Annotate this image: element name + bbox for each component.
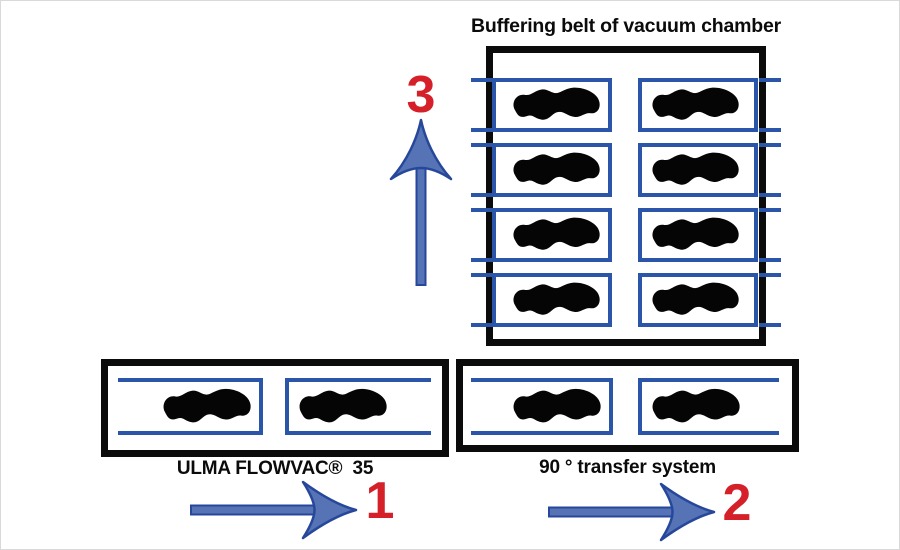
product-slot <box>496 212 608 258</box>
product-slot <box>118 382 259 431</box>
belt-line <box>759 78 781 82</box>
product-blob <box>513 87 600 120</box>
chamber-tray <box>492 208 612 262</box>
belt-line <box>759 193 781 197</box>
belt-line <box>759 258 781 262</box>
belt-line <box>471 208 493 212</box>
belt-line <box>759 128 781 132</box>
belt-line <box>471 273 493 277</box>
chamber-tray <box>638 273 758 327</box>
step-1-number: 1 <box>365 472 395 530</box>
product-blob <box>299 388 387 422</box>
belt-tray <box>118 378 263 435</box>
product-slot <box>496 277 608 323</box>
chamber-tray-row <box>471 78 781 132</box>
belt-line <box>471 258 493 262</box>
step-3-number: 3 <box>406 66 436 124</box>
product-blob <box>652 87 739 120</box>
belt-line <box>471 128 493 132</box>
product-blob <box>652 152 739 185</box>
flowvac-belt-box <box>101 359 449 457</box>
belt-tray <box>471 378 613 435</box>
product-slot <box>642 82 754 128</box>
product-blob <box>513 152 600 185</box>
step-2-number: 2 <box>722 474 752 532</box>
product-blob <box>513 217 600 250</box>
flowvac-belt-label: ULMA FLOWVAC® 35 <box>176 458 374 479</box>
product-blob <box>513 282 600 315</box>
transfer-belt-label: 90 ° transfer system <box>539 457 716 478</box>
chamber-grid <box>471 1 781 401</box>
product-blob <box>163 388 251 422</box>
chamber-tray <box>638 208 758 262</box>
chamber-tray <box>492 143 612 197</box>
belt-line <box>759 143 781 147</box>
chamber-tray-row <box>471 208 781 262</box>
chamber-title: Buffering belt of vacuum chamber <box>471 15 781 37</box>
belt-line <box>471 78 493 82</box>
flow-arrow-right-icon <box>548 482 716 542</box>
belt-line <box>471 143 493 147</box>
product-slot <box>642 147 754 193</box>
product-slot <box>289 382 431 431</box>
product-blob <box>652 388 740 422</box>
product-slot <box>471 382 609 431</box>
product-slot <box>642 277 754 323</box>
product-slot <box>496 82 608 128</box>
product-slot <box>496 147 608 193</box>
belt-line <box>759 208 781 212</box>
chamber-tray <box>638 78 758 132</box>
flow-arrow-up-icon <box>389 118 453 286</box>
product-slot <box>642 382 779 431</box>
product-blob <box>652 282 739 315</box>
belt-line <box>471 323 493 327</box>
transfer-belt-box <box>456 359 799 452</box>
belt-line <box>471 193 493 197</box>
belt-line <box>759 323 781 327</box>
product-blob <box>652 217 739 250</box>
belt-tray <box>638 378 779 435</box>
product-slot <box>642 212 754 258</box>
chamber-tray-row <box>471 143 781 197</box>
product-blob <box>513 388 601 422</box>
chamber-tray <box>638 143 758 197</box>
belt-tray <box>285 378 431 435</box>
chamber-tray <box>492 273 612 327</box>
chamber-tray-row <box>471 273 781 327</box>
chamber-tray <box>492 78 612 132</box>
belt-line <box>759 273 781 277</box>
flow-arrow-right-icon <box>190 480 358 540</box>
